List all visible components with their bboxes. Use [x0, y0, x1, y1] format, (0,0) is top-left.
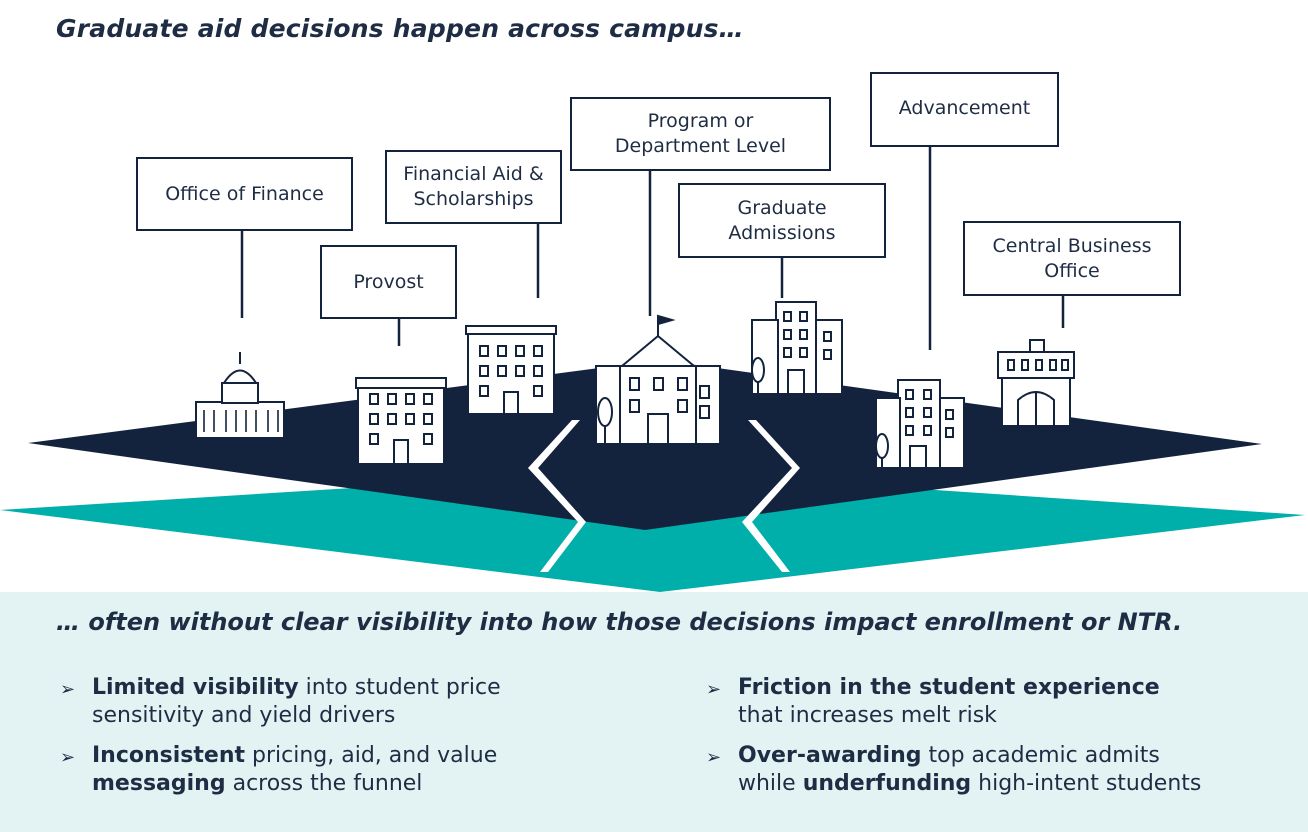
summary-panel — [0, 592, 1308, 832]
bullet-marker: ➢ — [706, 679, 722, 700]
campus-illustration — [0, 146, 1305, 592]
school-building-icon — [595, 314, 721, 445]
bullet-inconsistent-pricing: Inconsistent pricing, aid, and value mes… — [92, 743, 498, 796]
bullet-over-awarding: Over-awarding top academic admits while … — [738, 743, 1202, 796]
admissions-building-icon — [751, 301, 843, 395]
advancement-building-icon — [875, 379, 965, 469]
label-advancement: Advancement — [870, 72, 1059, 147]
capitol-icon — [195, 352, 285, 439]
bullet-friction: Friction in the student experience that … — [738, 675, 1160, 728]
bullet-marker: ➢ — [60, 747, 76, 768]
split-right — [742, 420, 800, 572]
bullet-limited-visibility: Limited visibility into student price se… — [92, 675, 501, 728]
headline: Graduate aid decisions happen across cam… — [56, 14, 744, 43]
label-provost: Provost — [320, 245, 457, 319]
label-graduate-admissions: Graduate Admissions — [678, 183, 886, 258]
provost-building-icon — [355, 377, 447, 465]
split-left — [528, 420, 586, 572]
connector-lines — [240, 146, 1065, 350]
bullet-marker: ➢ — [60, 679, 76, 700]
label-office-of-finance: Office of Finance — [136, 157, 353, 231]
teal-plane — [0, 470, 1305, 592]
label-program-department-level: Program or Department Level — [570, 97, 831, 171]
subhead: … often without clear visibility into ho… — [56, 608, 1183, 636]
business-office-building-icon — [997, 339, 1075, 427]
financial-aid-building-icon — [465, 325, 557, 415]
label-central-business-office: Central Business Office — [963, 221, 1181, 296]
bullet-marker: ➢ — [706, 747, 722, 768]
label-financial-aid-scholarships: Financial Aid & Scholarships — [385, 150, 562, 224]
